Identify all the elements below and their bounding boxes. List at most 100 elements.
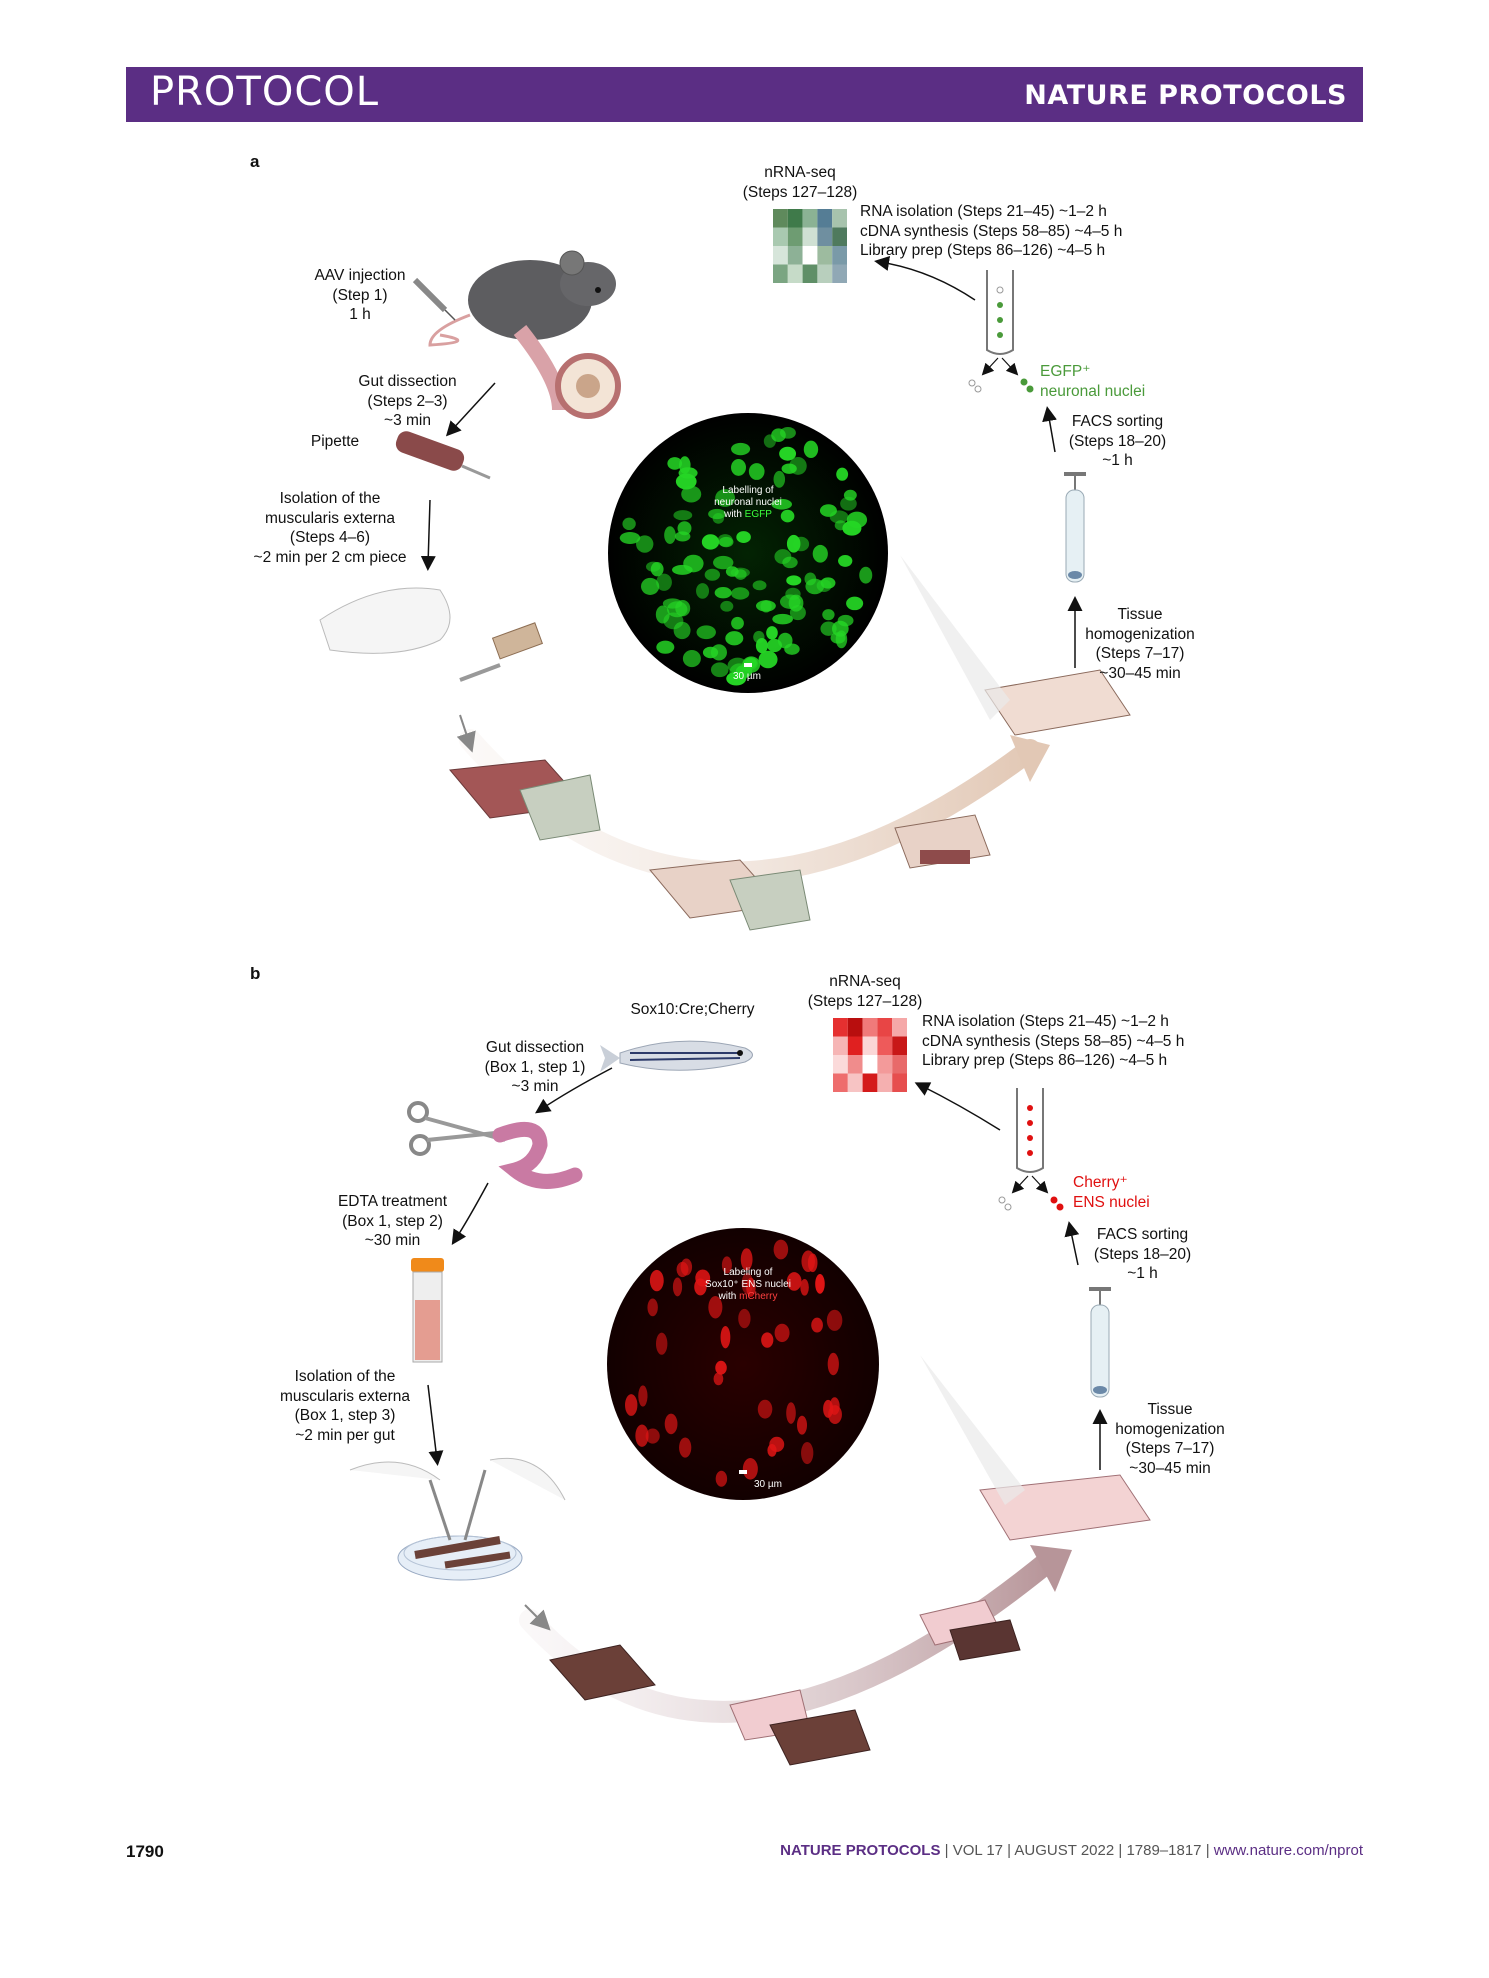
heatmap-cell	[877, 1055, 893, 1074]
cell-nucleus	[725, 631, 744, 646]
cell-nucleus	[664, 1413, 678, 1435]
cell-nucleus	[785, 587, 801, 601]
cell-nucleus	[797, 1415, 808, 1435]
cell-nucleus	[645, 1428, 660, 1444]
cell-nucleus	[619, 532, 641, 544]
cell-nucleus	[756, 600, 776, 612]
cell-nucleus	[773, 470, 786, 488]
cell-nucleus	[674, 531, 691, 542]
petri-dish-illustration	[349, 1457, 566, 1581]
heatmap-cell	[787, 227, 803, 246]
cell-nucleus	[713, 1372, 724, 1386]
cell-nucleus	[636, 535, 654, 553]
journal-name: NATURE PROTOCOLS	[1024, 80, 1347, 111]
cell-nucleus	[755, 637, 768, 654]
cell-nucleus	[676, 1261, 689, 1278]
hand-isolation-illustration	[319, 587, 544, 682]
muscle-sheet-2	[649, 859, 811, 931]
cell-nucleus	[811, 1317, 823, 1333]
cell-nucleus	[859, 566, 873, 584]
heatmap-cell	[832, 246, 847, 265]
cell-nucleus	[842, 520, 862, 536]
micrograph-b-caption: Labeling of Sox10⁺ ENS nuclei with mCher…	[705, 1267, 791, 1302]
cell-nucleus	[734, 569, 747, 580]
cell-nucleus	[673, 510, 693, 521]
cell-nucleus	[655, 1332, 668, 1355]
cell-nucleus	[742, 1458, 758, 1480]
footer-citation: NATURE PROTOCOLS | VOL 17 | AUGUST 2022 …	[780, 1842, 1363, 1859]
cell-nucleus	[838, 554, 853, 567]
cell-nucleus	[683, 554, 704, 573]
heatmap-cell	[802, 264, 818, 283]
cell-nucleus	[773, 1239, 789, 1260]
heatmap-cell	[862, 1036, 878, 1055]
cell-nucleus	[650, 562, 664, 577]
cell-nucleus	[816, 579, 832, 593]
facs-label-b: FACS sorting(Steps 18–20)~1 h	[1093, 1226, 1192, 1282]
cell-nucleus	[774, 1323, 790, 1343]
zebrafish-illustration	[600, 1040, 753, 1072]
cell-nucleus	[767, 1443, 777, 1457]
journal-url-link[interactable]: www.nature.com/nprot	[1213, 1842, 1363, 1859]
heatmap-cell	[877, 1073, 893, 1092]
cell-nucleus	[635, 1424, 649, 1447]
cell-nucleus	[710, 662, 729, 678]
cell-nucleus	[819, 504, 837, 517]
heatmap-cell	[817, 209, 833, 228]
heatmap-cell	[847, 1073, 863, 1092]
gut-dissection-label-a: Gut dissection(Steps 2–3)~3 min	[358, 373, 457, 429]
homogenizer-tube-b	[1089, 1287, 1111, 1398]
cell-nucleus	[741, 1272, 754, 1294]
cell-nucleus	[640, 577, 660, 595]
heatmap-cell	[773, 227, 788, 246]
gut-cross-section	[513, 325, 621, 419]
cell-nucleus	[772, 613, 793, 625]
nrna-seq-label-b: nRNA-seq(Steps 127–128)	[807, 973, 923, 1010]
cell-nucleus	[812, 544, 828, 563]
cell-nucleus	[815, 1273, 825, 1294]
cell-nucleus	[758, 650, 778, 669]
heatmap-cell	[877, 1018, 893, 1037]
cell-nucleus	[731, 587, 750, 600]
heatmap-cell	[817, 227, 833, 246]
cell-nucleus	[672, 1277, 683, 1297]
cell-nucleus	[786, 575, 802, 586]
cell-nucleus	[801, 1441, 814, 1465]
muscle-sheet-b1	[549, 1644, 656, 1701]
heatmap-cell	[802, 209, 818, 228]
cell-nucleus	[666, 601, 688, 618]
cell-nucleus	[721, 1256, 732, 1274]
cell-nucleus	[649, 1269, 664, 1292]
scale-bar-b: 30 µm	[754, 1479, 782, 1490]
heatmap-cell	[817, 264, 833, 283]
nrna-seq-label-a: nRNA-seq(Steps 127–128)	[742, 164, 858, 201]
pipette-illustration	[395, 431, 491, 480]
panel-a-label: a	[250, 152, 260, 171]
cell-nucleus	[757, 1399, 773, 1419]
cell-nucleus	[720, 600, 734, 612]
cell-nucleus	[622, 517, 636, 530]
cell-nucleus	[720, 1326, 731, 1349]
cell-nucleus	[748, 463, 765, 480]
cell-nucleus	[701, 534, 720, 550]
cell-nucleus	[731, 459, 747, 476]
cell-nucleus	[675, 473, 697, 490]
syringe-icon	[412, 277, 456, 321]
muscle-sheet-b2	[729, 1689, 871, 1766]
cell-nucleus	[681, 485, 702, 503]
cell-nucleus	[656, 573, 672, 591]
heatmap-cell	[892, 1036, 907, 1055]
cell-nucleus	[784, 643, 800, 655]
scale-bar-mark	[739, 1470, 747, 1474]
cell-nucleus	[837, 614, 854, 627]
cell-nucleus	[708, 1296, 723, 1319]
heatmap-cell	[892, 1055, 907, 1074]
cell-nucleus	[731, 616, 744, 630]
micrograph-mcherry-nuclei	[625, 1239, 843, 1487]
muscle-sheet-3	[894, 814, 991, 869]
